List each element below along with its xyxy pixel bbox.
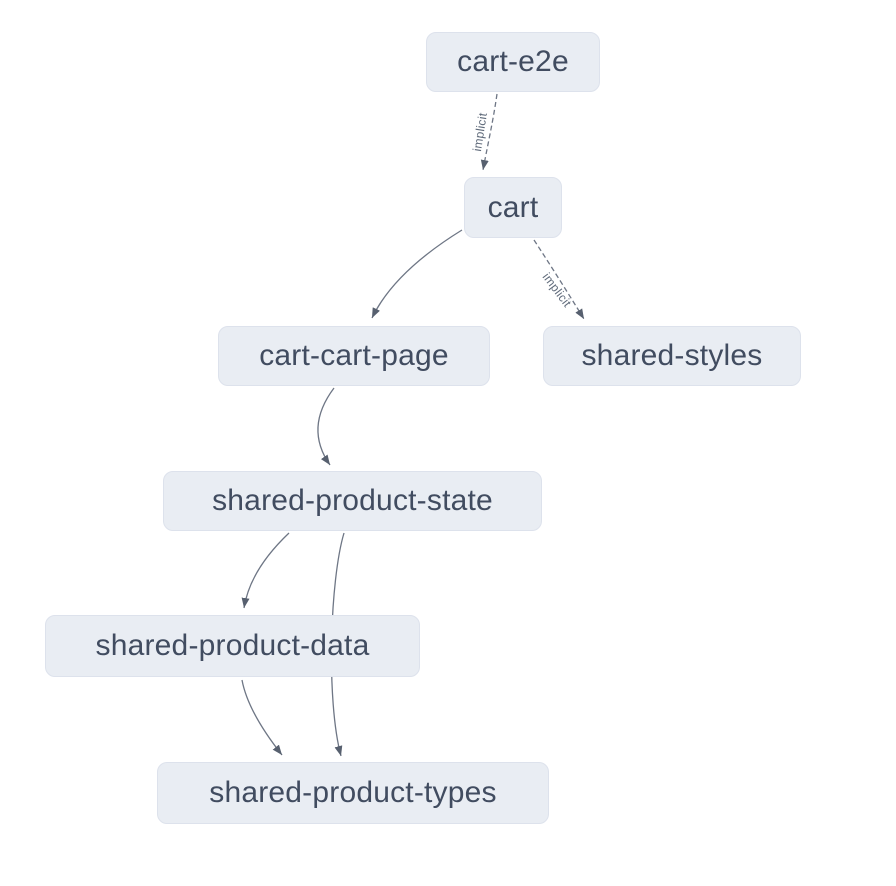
- node-cart-e2e[interactable]: cart-e2e: [426, 32, 600, 92]
- node-cart[interactable]: cart: [464, 177, 562, 238]
- node-shared-product-data[interactable]: shared-product-data: [45, 615, 420, 677]
- node-shared-styles[interactable]: shared-styles: [543, 326, 801, 386]
- node-label: shared-product-types: [209, 776, 497, 809]
- node-cart-cart-page[interactable]: cart-cart-page: [218, 326, 490, 386]
- node-label: shared-product-data: [95, 629, 370, 662]
- node-label: cart-cart-page: [259, 339, 449, 372]
- edge-shared-product-state-to-shared-product-data[interactable]: [241, 532, 290, 609]
- edge-cart-to-cart-cart-page[interactable]: [371, 229, 463, 319]
- node-shared-product-state[interactable]: shared-product-state: [163, 471, 542, 531]
- edge-cart-to-shared-styles[interactable]: [533, 239, 585, 320]
- edge-cart-cart-page-to-shared-product-state[interactable]: [317, 387, 335, 466]
- node-label: cart-e2e: [457, 45, 569, 78]
- node-label: cart: [487, 190, 539, 224]
- edge-shared-product-data-to-shared-product-types[interactable]: [241, 679, 283, 756]
- node-shared-product-types[interactable]: shared-product-types: [157, 762, 549, 824]
- node-label: shared-product-state: [212, 484, 493, 517]
- node-label: shared-styles: [581, 339, 763, 372]
- edge-cart-e2e-to-cart[interactable]: [480, 93, 498, 171]
